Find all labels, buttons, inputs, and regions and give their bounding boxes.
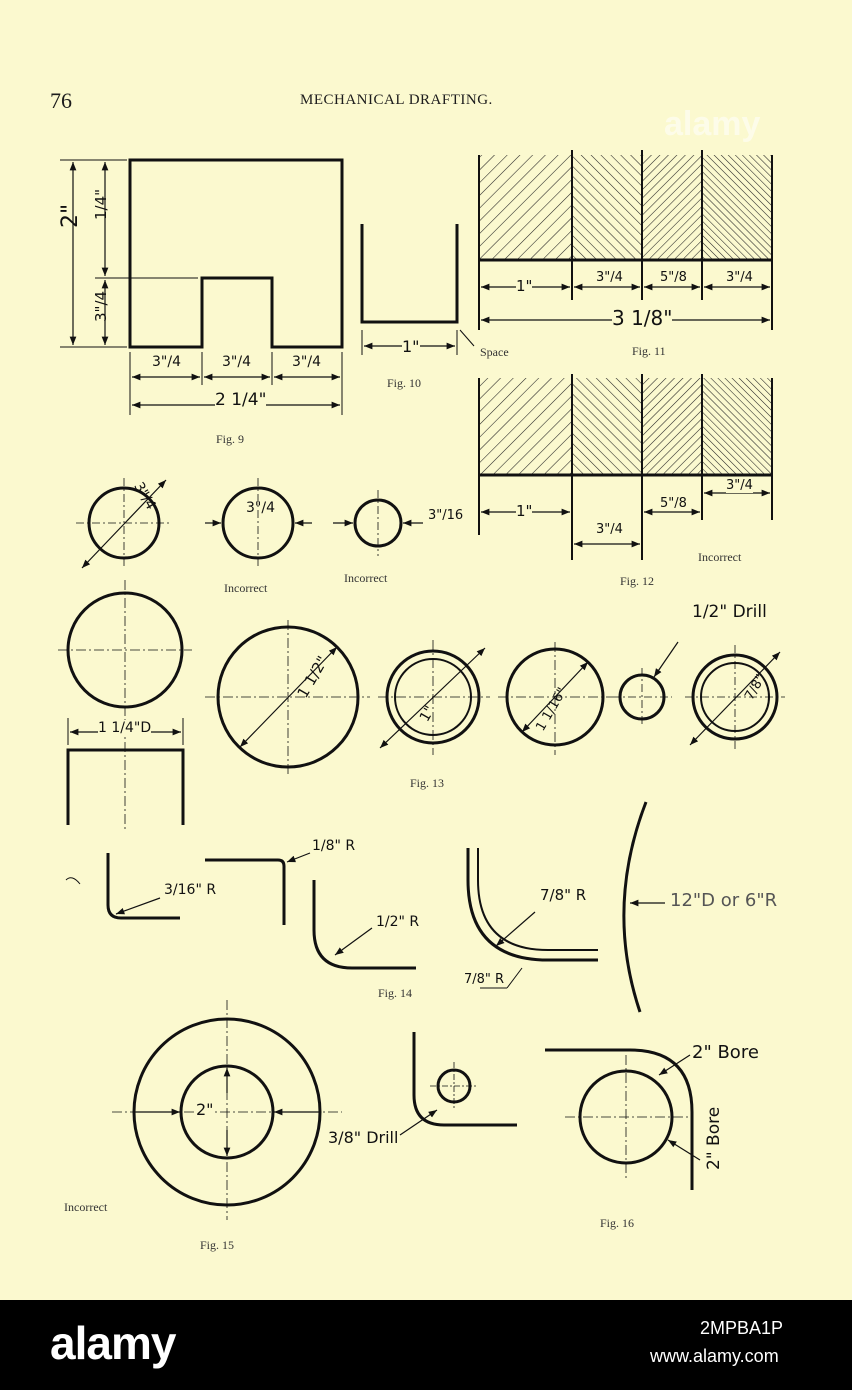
fig14-caption: Fig. 14 bbox=[378, 986, 413, 1000]
fig12-dim-2: 3"/4 bbox=[596, 522, 623, 537]
fig11-dim-4: 3"/4 bbox=[726, 270, 753, 285]
fig9-dim-seg3: 3"/4 bbox=[292, 354, 321, 370]
circle2-dim: 3"/4 bbox=[246, 500, 275, 516]
circle3-note: Incorrect bbox=[344, 571, 388, 585]
watermark-brand: alamy bbox=[664, 105, 761, 143]
fig9-drawing bbox=[60, 158, 344, 415]
running-header: MECHANICAL DRAFTING. bbox=[300, 92, 493, 108]
fig10-note: Space bbox=[480, 345, 509, 359]
fig11-dim-3: 5"/8 bbox=[660, 270, 687, 285]
fig13-drill: 1/2" Drill bbox=[692, 602, 767, 622]
fig9-caption: Fig. 9 bbox=[216, 432, 245, 446]
fig14-r4: 7/8" R bbox=[540, 886, 587, 904]
fig14-arc-label: 12"D or 6"R bbox=[670, 890, 778, 911]
fig10-caption: Fig. 10 bbox=[387, 376, 422, 390]
fig15-drawing bbox=[112, 1000, 342, 1220]
fig16-drill: 3/8" Drill bbox=[328, 1128, 399, 1147]
fig13-drawing bbox=[58, 580, 785, 830]
fig9-dim-upper: 1/4" bbox=[92, 188, 110, 220]
fig9-dim-height: 2" bbox=[58, 203, 83, 228]
fig11-total: 3 1/8" bbox=[612, 306, 673, 330]
fig15-note: Incorrect bbox=[64, 1200, 108, 1214]
fig12-dim-1: 1" bbox=[516, 502, 533, 520]
watermark-footer bbox=[0, 1300, 852, 1390]
fig16-bore1: 2" Bore bbox=[692, 1042, 759, 1063]
brand-logo: alamy bbox=[50, 1317, 176, 1369]
fig12-dim-4: 3"/4 bbox=[726, 478, 753, 493]
fig16-caption: Fig. 16 bbox=[600, 1216, 635, 1230]
fig14-r1: 3/16" R bbox=[164, 882, 217, 898]
drawings bbox=[58, 150, 785, 1220]
fig9-dim-seg2: 3"/4 bbox=[222, 354, 251, 370]
fig11-drawing bbox=[478, 150, 773, 330]
fig15-caption: Fig. 15 bbox=[200, 1238, 235, 1252]
fig9-dim-lower: 3"/4 bbox=[92, 290, 110, 322]
image-id: 2MPBA1P bbox=[700, 1318, 784, 1338]
circle3-dim: 3"/16 bbox=[428, 508, 464, 523]
fig14-r2: 1/8" R bbox=[312, 838, 356, 854]
fig16-drawing bbox=[399, 1032, 701, 1190]
fig13-dia-label: 1 1/4"D bbox=[98, 720, 152, 736]
fig16-bore2: 2" Bore bbox=[704, 1106, 724, 1170]
brand-url: www.alamy.com bbox=[650, 1346, 779, 1366]
fig12-note: Incorrect bbox=[698, 550, 742, 564]
fig10-drawing bbox=[360, 224, 475, 355]
book-page: 76 MECHANICAL DRAFTING. 2" 1/4" 3"/4 3"/… bbox=[0, 0, 852, 1300]
fig12-drawing bbox=[478, 374, 773, 560]
fig11-caption: Fig. 11 bbox=[632, 344, 666, 358]
page-number: 76 bbox=[50, 88, 72, 113]
fig11-dim-1: 1" bbox=[516, 277, 533, 295]
fig9-dim-seg1: 3"/4 bbox=[152, 354, 181, 370]
fig11-dim-2: 3"/4 bbox=[596, 270, 623, 285]
fig12-dim-3: 5"/8 bbox=[660, 496, 687, 511]
fig12-caption: Fig. 12 bbox=[620, 574, 655, 588]
circle2-note: Incorrect bbox=[224, 581, 268, 595]
fig15-dim: 2" bbox=[196, 1100, 214, 1119]
fig14-drawing bbox=[65, 801, 665, 1013]
fig14-r3: 1/2" R bbox=[376, 914, 420, 930]
circles-row-drawing bbox=[76, 478, 423, 569]
fig10-dim-width: 1" bbox=[402, 337, 420, 356]
fig13-caption: Fig. 13 bbox=[410, 776, 445, 790]
fig14-r5: 7/8" R bbox=[464, 972, 505, 987]
fig9-dim-total: 2 1/4" bbox=[215, 390, 267, 410]
